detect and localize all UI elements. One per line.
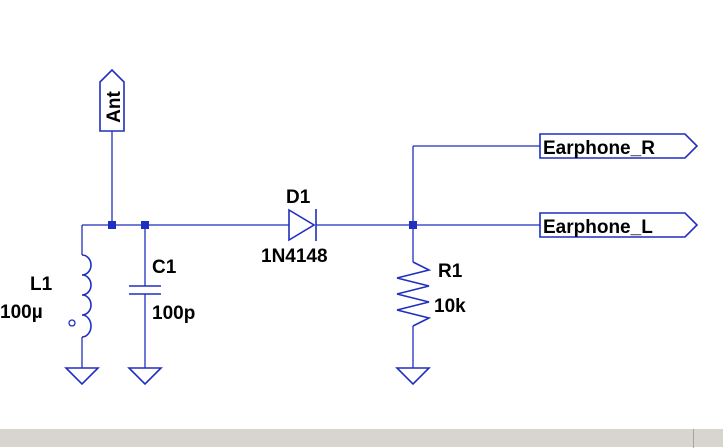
net-flag-antenna[interactable]: Ant [99, 68, 125, 132]
l1-ref: L1 [30, 274, 53, 295]
net-flag-earphone-r[interactable]: Earphone_R [539, 133, 699, 159]
earphone-r-flag-shape [539, 133, 699, 159]
ground-symbol [395, 367, 431, 386]
capacitor-c1[interactable]: C1 100p [129, 257, 195, 324]
antenna-label: Ant [104, 91, 125, 123]
c1-value: 100p [152, 303, 195, 324]
diode-triangle [288, 208, 316, 242]
d1-value: 1N4148 [261, 246, 328, 267]
r1-value: 10k [434, 296, 466, 317]
l1-value: 100µ [0, 302, 43, 323]
ground-symbol [64, 367, 100, 386]
junction-dot [141, 221, 149, 229]
earphone-l-label: Earphone_L [543, 217, 653, 238]
c1-ref: C1 [152, 257, 177, 278]
wires [81, 131, 540, 368]
earphone-l-flag-shape [539, 212, 699, 238]
schematic-canvas[interactable]: Ant Earphone_R Earphone_L L1 100µ C1 100… [0, 0, 723, 428]
junction-dot [409, 221, 417, 229]
inductor-coil [81, 254, 92, 338]
net-flag-earphone-l[interactable]: Earphone_L [539, 212, 699, 238]
earphone-r-label: Earphone_R [543, 138, 655, 159]
resistor-zigzag [396, 261, 432, 327]
inductor-l1[interactable]: L1 100µ [0, 254, 92, 338]
ground-symbol [127, 367, 163, 386]
status-bar-panel [693, 429, 723, 448]
d1-ref: D1 [286, 187, 311, 208]
status-bar [0, 428, 723, 448]
r1-ref: R1 [438, 261, 463, 282]
diode-d1[interactable]: D1 1N4148 [261, 187, 328, 267]
resistor-r1[interactable]: R1 10k [396, 261, 466, 327]
junction-dot [108, 221, 116, 229]
inductor-polarity-dot [68, 319, 76, 327]
antenna-flag-shape [99, 68, 125, 132]
